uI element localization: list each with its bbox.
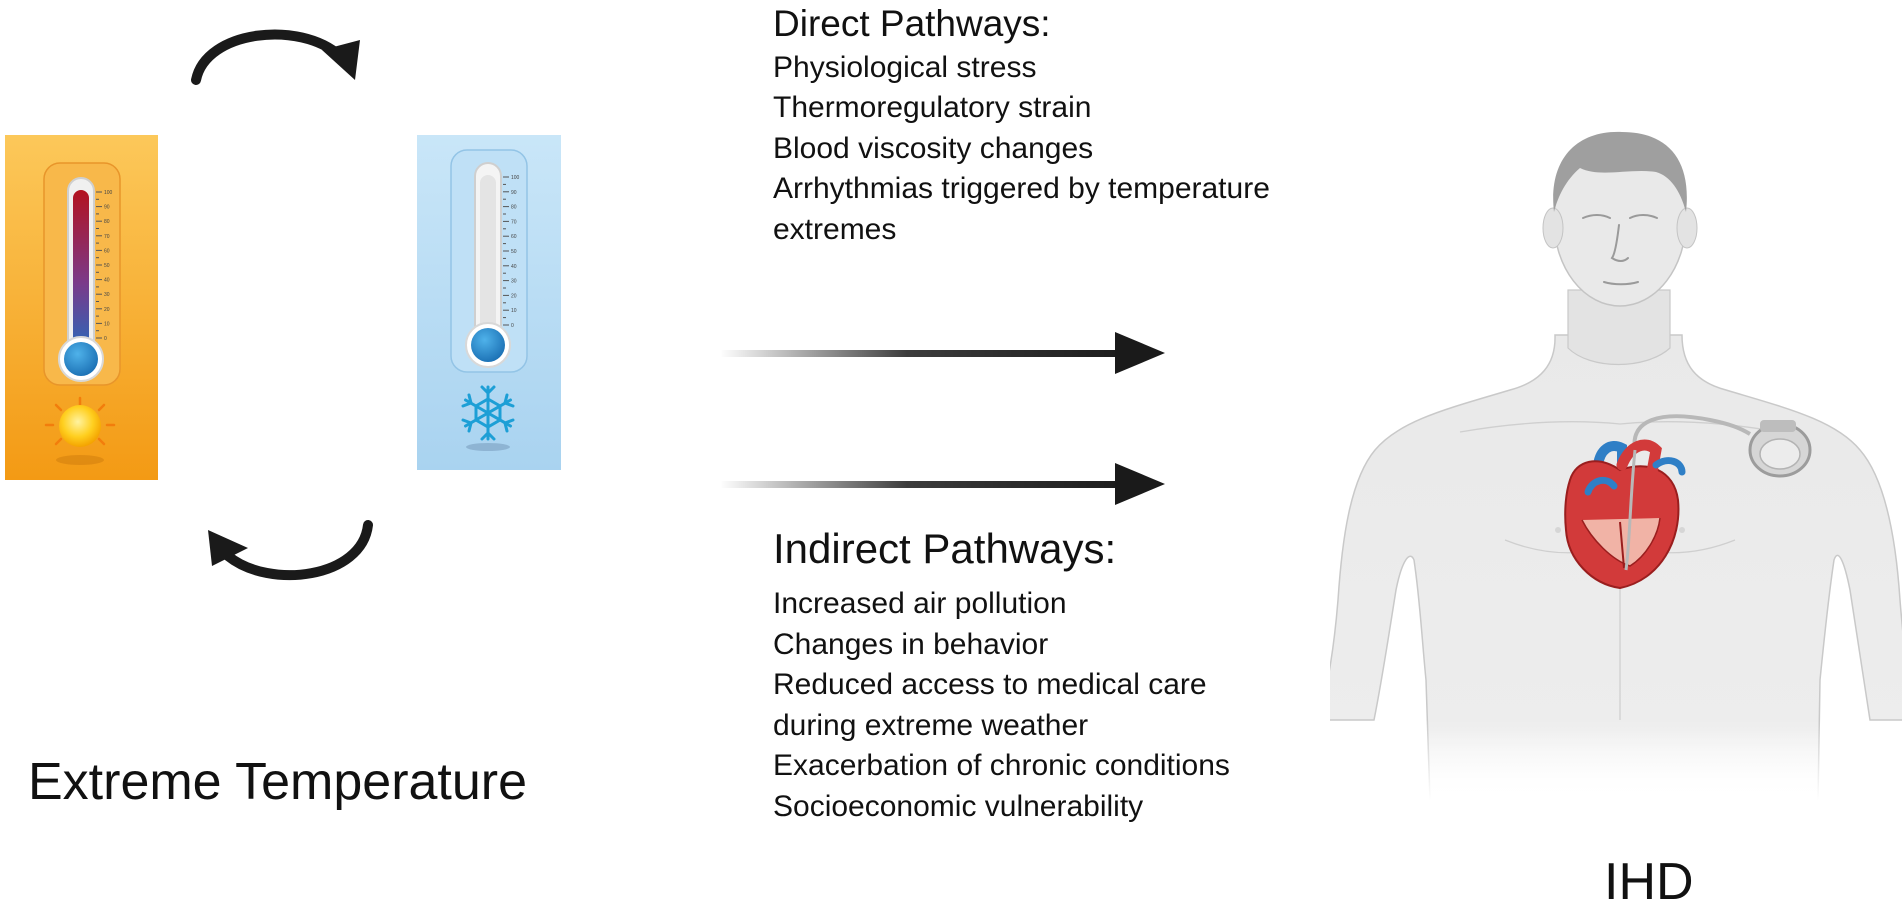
cold-thermometer-scale-label: 0 (511, 323, 514, 329)
neck (1567, 289, 1671, 365)
sun-icon (44, 396, 116, 465)
cold-thermometer-scale-label: 80 (511, 205, 517, 211)
direct-pathways-title: Direct Pathways: (773, 3, 1051, 44)
list-item: Thermoregulatory strain (773, 91, 1092, 125)
indirect-pathways-list: Increased air pollution Changes in behav… (773, 584, 1230, 827)
indirect-pathways-title: Indirect Pathways: (773, 525, 1117, 572)
direct-pathways: Direct Pathways: Physiological stress Th… (773, 3, 1270, 251)
direct-pathways-list: Physiological stress Thermoregulatory st… (773, 48, 1270, 251)
hot-thermometer-scale-label: 20 (104, 307, 110, 313)
cold-thermometer-scale-label: 30 (511, 279, 517, 285)
cold-thermometer-scale-label: 90 (511, 190, 517, 196)
indirect-pathways: Indirect Pathways: Increased air polluti… (773, 525, 1230, 827)
hot-thermometer-scale-label: 80 (104, 219, 110, 225)
list-item: Physiological stress (773, 50, 1037, 84)
hot-thermometer-scale-label: 30 (104, 292, 110, 298)
cycle-arrow-bottom (208, 520, 373, 581)
list-item: Reduced access to medical care (773, 668, 1207, 702)
pathway-arrows (715, 320, 1175, 520)
hot-thermometer-scale-label: 40 (104, 278, 110, 284)
hot-thermometer-scale-label: 50 (104, 263, 110, 269)
list-item: extremes (773, 212, 897, 246)
indirect-pathway-arrow (720, 463, 1165, 505)
heart-icon (1564, 439, 1686, 590)
direct-pathway-arrow (720, 332, 1165, 374)
pacemaker-icon (1748, 420, 1812, 478)
list-item: Blood viscosity changes (773, 131, 1094, 165)
cold-thermometer-scale-label: 20 (511, 293, 517, 299)
list-item: Socioeconomic vulnerability (773, 789, 1144, 823)
list-item: Increased air pollution (773, 587, 1067, 621)
head (1542, 131, 1698, 307)
pacemaker-lead (1632, 414, 1752, 451)
hot-thermometer-scale-label: 10 (104, 321, 110, 327)
snowflake-icon (461, 385, 515, 451)
extreme-temperature-label: Extreme Temperature (28, 753, 528, 811)
cold-thermometer-scale-label: 10 (511, 308, 517, 314)
hot-thermometer-scale-label: 90 (104, 205, 110, 211)
cold-thermometer-scale-label: 70 (511, 219, 517, 225)
list-item: Exacerbation of chronic conditions (773, 749, 1230, 783)
list-item: Changes in behavior (773, 627, 1049, 661)
list-item: during extreme weather (773, 708, 1089, 742)
hot-thermometer-scale-label: 100 (104, 190, 113, 196)
cold-thermometer-scale-label: 40 (511, 264, 517, 270)
list-item: Arrhythmias triggered by temperature (773, 172, 1270, 206)
cycle-arrow-top (191, 29, 360, 85)
hot-thermometer-scale-label: 0 (104, 336, 107, 342)
hot-thermometer-scale-label: 60 (104, 248, 110, 254)
cold-thermometer-scale-label: 50 (511, 249, 517, 255)
cold-thermometer-scale-label: 60 (511, 234, 517, 240)
human-figure (1319, 120, 1902, 801)
hot-thermometer-scale-label: 70 (104, 234, 110, 240)
cold-thermometer-scale-label: 100 (511, 175, 520, 181)
ihd-label: IHD (1604, 853, 1694, 911)
